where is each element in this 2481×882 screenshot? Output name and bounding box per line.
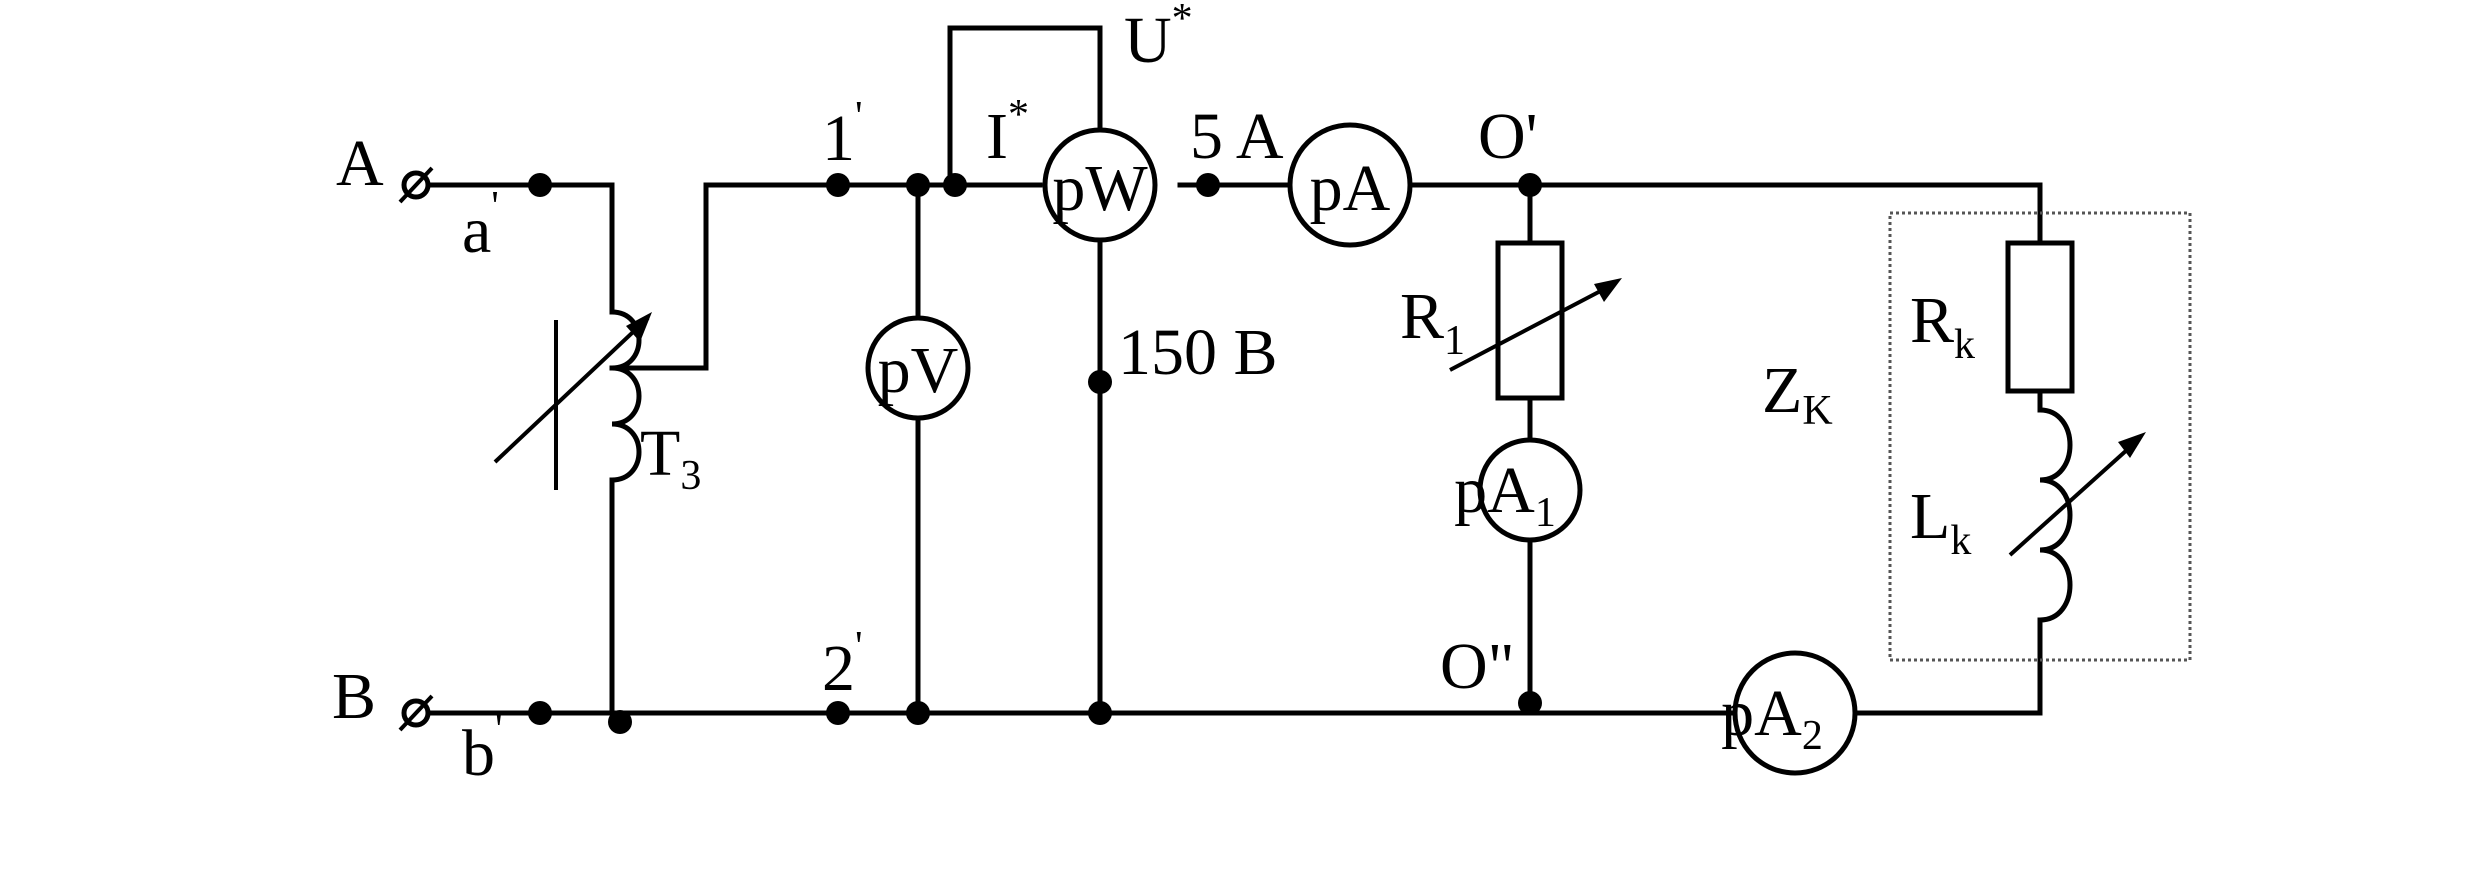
a-prime-mark: ' — [491, 184, 499, 230]
node-2 — [826, 701, 850, 725]
node-o-bottom — [1518, 691, 1542, 715]
wattmeter-pw: pW — [1042, 127, 1158, 243]
r1-label-group: R1 — [1400, 280, 1465, 364]
lk-label: L — [1910, 480, 1950, 553]
zk-label: Z — [1762, 354, 1802, 427]
rk-label-group: Rk — [1910, 284, 1975, 368]
node-2-label-group: 2' — [822, 624, 863, 705]
node-2-label: 2 — [822, 632, 855, 705]
resistor-r1: R1 — [1400, 240, 1622, 401]
wattmeter-i-star: * — [1008, 92, 1029, 138]
bottom-rail — [427, 617, 2043, 716]
ammeter1-sub: 1 — [1535, 490, 1556, 536]
lk-label-group: Lk — [1910, 480, 1971, 564]
resistor-rk-body — [2005, 240, 2075, 394]
t3-adjust-arrow — [493, 316, 650, 464]
node-t3-bottom — [608, 710, 632, 734]
r1-sub: 1 — [1444, 318, 1465, 364]
arrowhead-icon — [2118, 432, 2146, 458]
wattmeter-u-label: U — [1124, 4, 1172, 77]
voltmeter-circle — [865, 315, 971, 421]
zk-sub: K — [1802, 388, 1832, 434]
a-prime-label: a — [462, 194, 491, 267]
wattmeter-i-label-group: I* — [986, 92, 1029, 173]
wattmeter-u-label-group: U* — [1124, 0, 1193, 77]
ammeter2-sub: 2 — [1802, 713, 1823, 759]
r1-label: R — [1400, 280, 1444, 353]
wattmeter-circle — [1042, 127, 1158, 243]
ammeter2-label: pA — [1721, 677, 1802, 750]
a-prime-label-group: a' — [462, 184, 499, 267]
node-o-top — [1518, 173, 1542, 197]
ammeter1-circle — [1477, 437, 1583, 543]
b-prime-mark: ' — [495, 707, 503, 753]
voltmeter-label: pV — [878, 334, 959, 407]
voltmeter-pv: pV — [865, 315, 971, 421]
r1-adjust-arrow — [1449, 283, 1613, 372]
terminal-a-label: A — [336, 127, 384, 200]
lk-adjust-arrow — [2008, 438, 2140, 557]
wattmeter-label: pW — [1052, 152, 1148, 225]
inductor-lk — [2037, 407, 2073, 623]
node-a-prime — [528, 173, 552, 197]
node-pw-bottom — [1088, 701, 1112, 725]
node-1 — [826, 173, 850, 197]
ammeter-circle — [1287, 122, 1413, 248]
arrowhead-icon — [1594, 278, 1622, 302]
t3-label-group: T3 — [640, 417, 701, 499]
node-o-bottom-label: O" — [1440, 630, 1515, 703]
coil-zk: Rk Lk — [1888, 211, 2192, 662]
terminal-b-label: B — [332, 660, 376, 733]
wattmeter-u-star: * — [1172, 0, 1193, 42]
node-1-mark: ' — [855, 94, 863, 140]
node-i-star — [943, 173, 967, 197]
terminal-b — [398, 694, 434, 732]
node-2-mark: ' — [855, 624, 863, 670]
node-150v — [1088, 370, 1112, 394]
ammeter1-label-group: pA1 — [1454, 454, 1556, 536]
ammeter1-label: pA — [1454, 454, 1535, 527]
terminal-a — [398, 166, 434, 204]
ammeter-pa1: pA1 — [1454, 437, 1583, 543]
ammeter2-label-group: pA2 — [1721, 677, 1823, 759]
b-prime-label-group: b' — [462, 707, 503, 790]
node-5a — [1196, 173, 1220, 197]
wattmeter-i-label: I — [986, 100, 1008, 173]
arrowhead-icon — [626, 312, 652, 342]
lk-sub: k — [1950, 518, 1971, 564]
labels: A B a' b' 1' 2' I* U* 5 A 150 B O' O" T3 — [332, 0, 1538, 790]
ammeter-pa2: pA2 — [1721, 650, 1858, 776]
wattmeter-voltage-range: 150 B — [1118, 316, 1278, 389]
autotransformer-t3 — [493, 309, 652, 716]
terminal-b-slash — [398, 694, 434, 732]
node-b-prime — [528, 701, 552, 725]
rk-label: R — [1910, 284, 1954, 357]
node-1-label: 1 — [822, 102, 855, 175]
node-pv-top — [906, 173, 930, 197]
t3-label: T — [640, 417, 680, 490]
junction-dots — [528, 173, 1542, 734]
rk-sub: k — [1954, 322, 1975, 368]
wattmeter-current-range: 5 A — [1190, 100, 1284, 173]
resistor-r1-body — [1495, 240, 1565, 401]
b-prime-label: b — [462, 717, 495, 790]
coil-enclosure — [1888, 211, 2192, 662]
terminal-a-slash — [398, 166, 434, 204]
node-1-label-group: 1' — [822, 94, 863, 175]
ammeter-pa: pA — [1287, 122, 1413, 248]
node-o-top-label: O' — [1478, 100, 1538, 173]
node-pv-bottom — [906, 701, 930, 725]
ammeter-label: pA — [1310, 152, 1391, 225]
ammeter2-circle — [1732, 650, 1858, 776]
t3-sub: 3 — [680, 453, 701, 499]
zk-label-group: ZK — [1762, 354, 1833, 434]
